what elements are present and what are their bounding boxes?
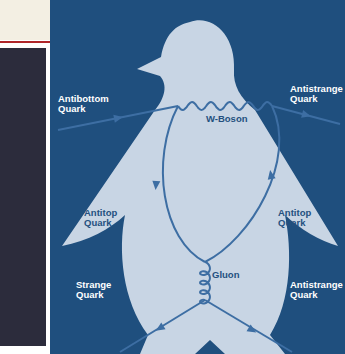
arrowhead <box>266 169 275 179</box>
feynman-lines <box>58 102 340 352</box>
arrowhead <box>301 110 312 120</box>
arrowhead <box>152 181 161 191</box>
arrowhead <box>113 113 123 123</box>
antistrange-out-line <box>205 300 292 352</box>
arrowhead <box>247 325 259 336</box>
particle-label: Antistrange Quark <box>290 280 342 301</box>
dark-photo-panel <box>0 48 46 346</box>
particle-label: Antitop Quark <box>278 208 320 229</box>
particle-label: Antibottom Quark <box>58 94 110 115</box>
antitop-loop-right <box>205 106 279 262</box>
gluon-coil <box>200 262 210 303</box>
particle-label: Antistrange Quark <box>290 84 340 105</box>
particle-label: Strange Quark <box>76 280 120 301</box>
strange-line <box>120 300 205 352</box>
antitop-loop-left <box>163 106 205 262</box>
penguin-silhouette <box>62 20 338 354</box>
particle-label: Antitop Quark <box>84 208 126 229</box>
arrowhead <box>154 322 166 334</box>
particle-label: W-Boson <box>206 114 256 124</box>
antistrange-line <box>272 106 340 124</box>
red-rule <box>0 41 50 43</box>
beige-band <box>0 0 50 40</box>
w-boson-wave <box>178 102 272 110</box>
particle-label: Gluon <box>212 270 252 280</box>
left-strip <box>0 0 50 354</box>
